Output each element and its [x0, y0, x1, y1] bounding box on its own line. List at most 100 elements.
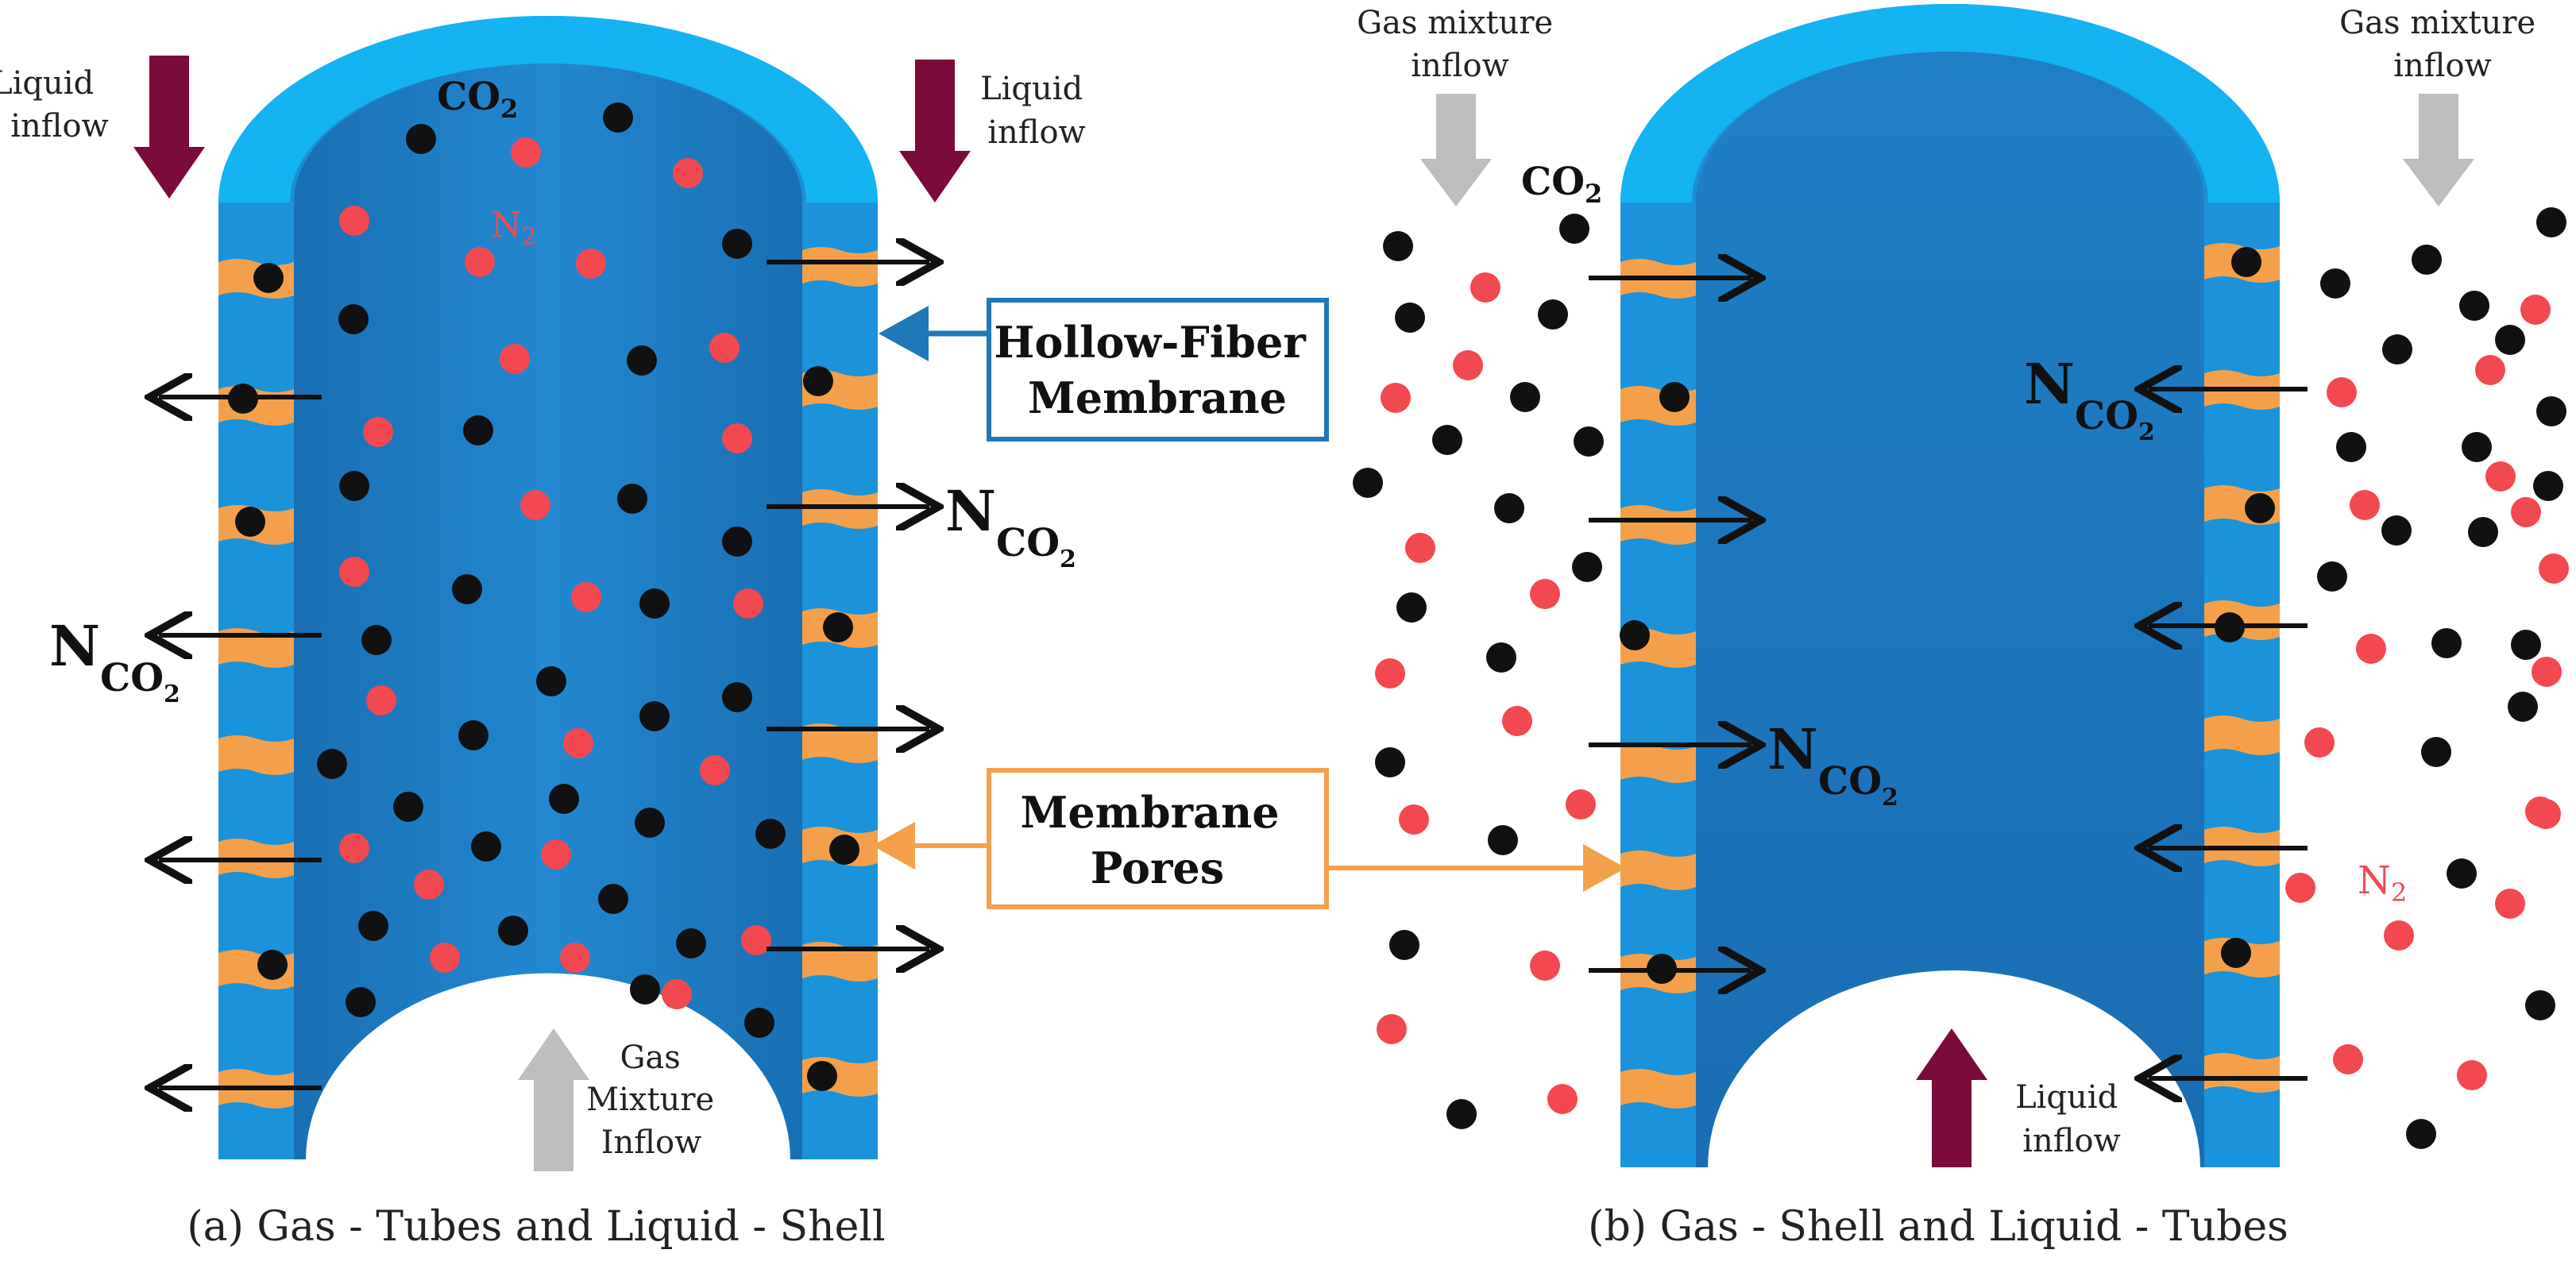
membrane-pore	[1620, 505, 1696, 545]
co2-molecule	[722, 526, 752, 557]
co2-molecule	[2317, 561, 2347, 592]
co2-molecule	[2495, 325, 2525, 355]
n2-molecule	[571, 582, 601, 612]
n2-molecule	[1530, 579, 1560, 609]
liquid-inflow-arrow-right	[899, 60, 971, 202]
n2-molecule	[414, 870, 444, 900]
n2-molecule	[1470, 272, 1500, 303]
co2-molecule	[1375, 747, 1405, 777]
n2-molecule	[430, 943, 460, 973]
co2-molecule	[463, 415, 493, 445]
gas-inflow-label-b-right: Gas mixture inflow	[2339, 5, 2546, 84]
co2-molecule	[1389, 930, 1419, 960]
co2-molecule	[2412, 245, 2442, 275]
co2-molecule	[829, 835, 859, 865]
n2-molecule	[339, 833, 369, 863]
n2-molecule	[2539, 553, 2569, 584]
fiber-a-left-wall	[218, 202, 294, 1159]
n2-molecule	[662, 979, 692, 1009]
n2-molecule	[520, 490, 550, 520]
co2-molecule	[1395, 303, 1425, 333]
fiber-a-cap	[218, 16, 878, 202]
n2-molecule	[741, 925, 771, 955]
n2-molecule	[2532, 657, 2562, 687]
co2-molecule	[1383, 231, 1413, 261]
liquid-inflow-arrow-left	[133, 56, 205, 199]
n2-molecule	[1375, 658, 1405, 688]
co2-molecule	[2320, 268, 2350, 299]
co2-molecule	[452, 574, 482, 604]
n2-molecule	[2495, 889, 2525, 919]
co2-molecule	[361, 625, 392, 655]
co2-molecule	[630, 974, 660, 1005]
co2-molecule	[339, 471, 369, 501]
co2-molecule	[1510, 382, 1540, 412]
fiber-b-left-wall	[1620, 202, 1696, 1167]
co2-molecule	[2447, 858, 2477, 889]
pores-callout-label: Membrane Pores	[1021, 787, 1295, 893]
co2-molecule	[235, 507, 265, 537]
membrane-pore	[1620, 850, 1696, 890]
n2-label-b: N2	[2358, 858, 2407, 908]
co2-molecule	[1396, 592, 1427, 623]
caption-b: (b) Gas - Shell and Liquid - Tubes	[1588, 1203, 2288, 1251]
co2-molecule	[1559, 214, 1589, 244]
flux-label-b-right: NCO2	[2024, 351, 2155, 446]
co2-molecule	[1488, 825, 1518, 855]
flux-label-a-left: NCO2	[49, 613, 180, 708]
co2-label-b: CO2	[1521, 160, 1602, 209]
co2-molecule	[458, 720, 489, 750]
n2-molecule	[339, 557, 369, 587]
n2-molecule	[339, 206, 369, 236]
n2-molecule	[2485, 461, 2516, 492]
co2-molecule	[253, 263, 284, 293]
co2-molecule	[1574, 426, 1604, 457]
co2-molecule	[2511, 630, 2541, 660]
pores-callout-box	[987, 768, 1329, 909]
co2-molecule	[1486, 642, 1516, 673]
n2-molecule	[2384, 920, 2414, 951]
n2-molecule	[511, 137, 541, 168]
flux-label-a-right: NCO2	[945, 478, 1076, 573]
co2-molecule	[803, 366, 833, 396]
co2-molecule	[2468, 517, 2498, 547]
gas-inflow-arrow-b-right	[2403, 94, 2474, 206]
membrane-pore	[1620, 1069, 1696, 1109]
co2-molecule	[2336, 432, 2366, 462]
co2-molecule	[346, 987, 376, 1017]
caption-a: (a) Gas - Tubes and Liquid - Shell	[187, 1203, 885, 1251]
n2-molecule	[709, 333, 740, 363]
n2-molecule	[1399, 804, 1429, 835]
co2-molecule	[549, 784, 579, 814]
n2-molecule	[465, 247, 495, 277]
co2-molecule	[2431, 628, 2462, 658]
co2-molecule	[2245, 493, 2275, 523]
n2-molecule	[2457, 1060, 2487, 1090]
n2-molecule	[2333, 1044, 2363, 1074]
n2-molecule	[700, 755, 730, 785]
co2-molecule	[2221, 938, 2251, 968]
co2-molecule	[2536, 207, 2566, 237]
fiber-b-lumen	[1696, 52, 2204, 1167]
co2-molecule	[722, 229, 752, 259]
gas-inflow-label-a: Gas Mixture Inflow	[586, 1039, 724, 1161]
gas-inflow-arrow-b-left	[1420, 94, 1492, 206]
co2-molecule	[2536, 396, 2566, 426]
co2-molecule	[635, 808, 665, 838]
n2-molecule	[366, 685, 396, 715]
co2-molecule	[639, 588, 670, 619]
co2-molecule	[823, 612, 853, 642]
membrane-pore	[2204, 715, 2280, 755]
n2-label-a: N2	[491, 205, 537, 251]
membrane-callout-box	[987, 298, 1329, 442]
n2-molecule	[363, 417, 393, 447]
membrane-pore	[802, 942, 878, 982]
co2-molecule	[807, 1061, 837, 1091]
liquid-inflow-label-left: Liquid inflow	[0, 65, 109, 145]
n2-molecule	[733, 588, 763, 619]
co2-label-a: CO2	[437, 75, 518, 124]
gas-inflow-label-b-left: Gas mixture inflow	[1357, 5, 1563, 84]
fiber-b-cap	[1620, 4, 2280, 202]
n2-molecule	[500, 344, 530, 374]
liquid-inflow-label-right: Liquid inflow	[980, 71, 1093, 151]
